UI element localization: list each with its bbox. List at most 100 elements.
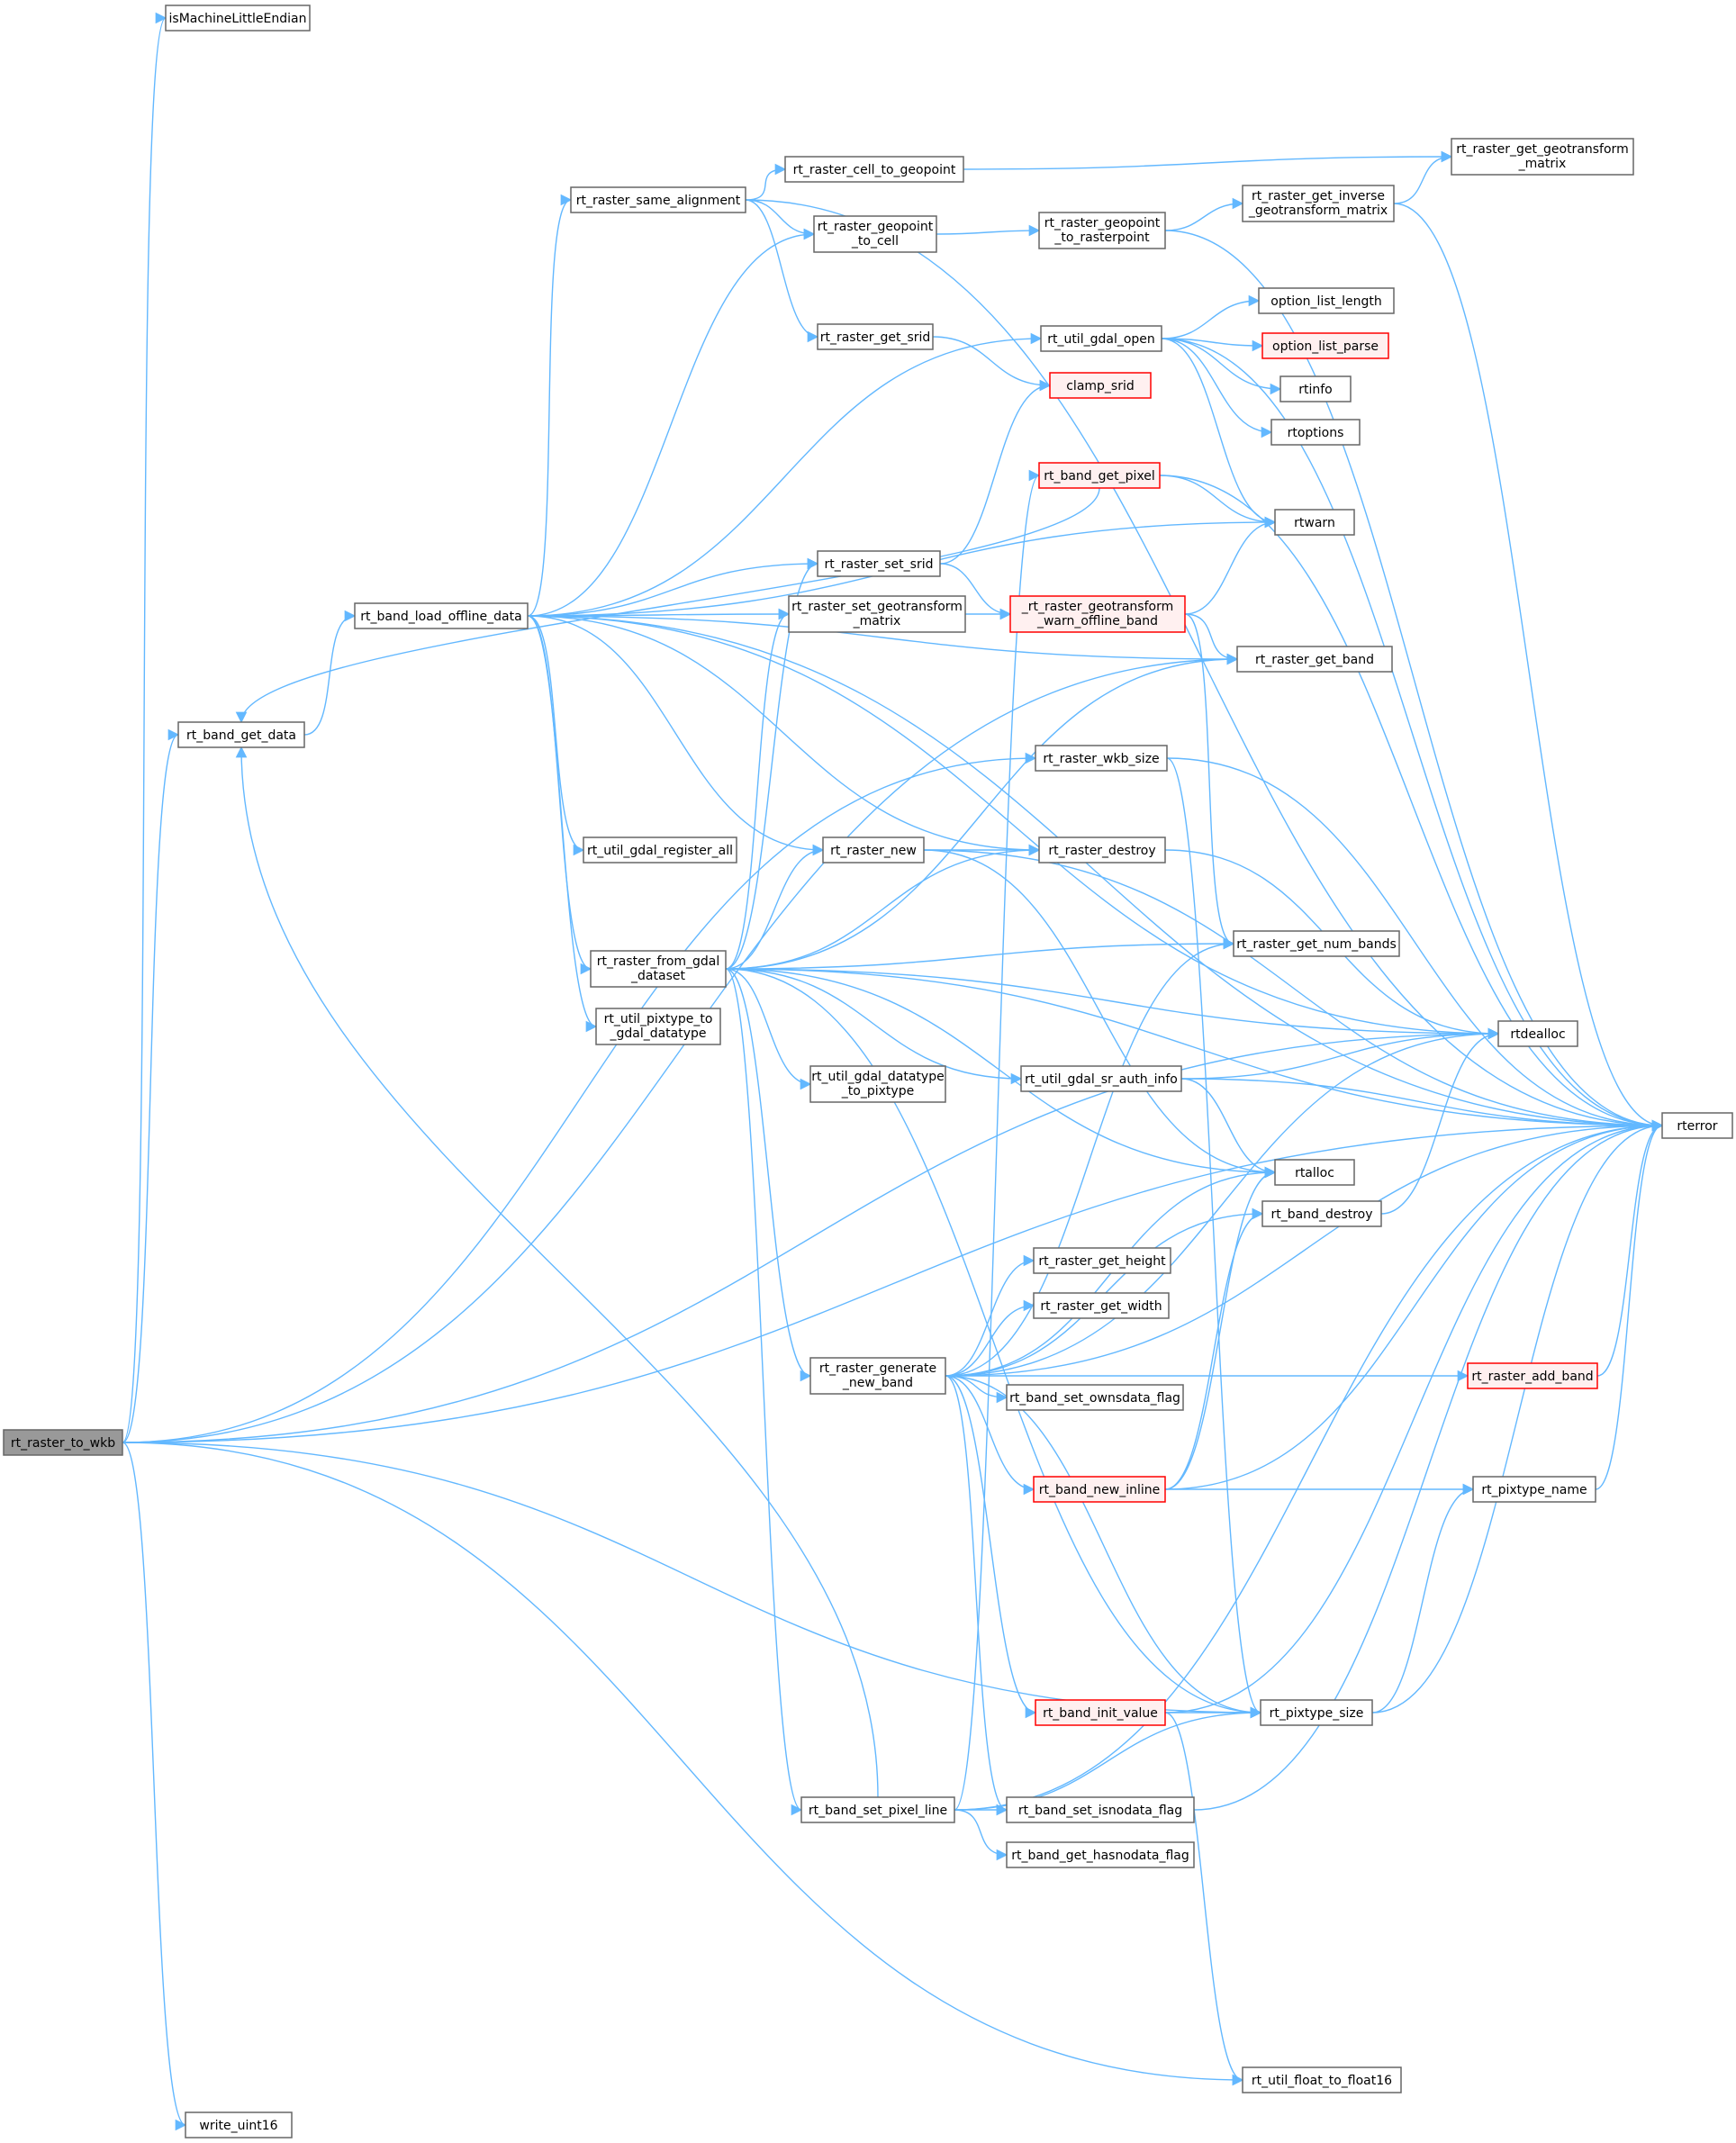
node-box[interactable] <box>1467 1362 1598 1389</box>
node-box[interactable] <box>1033 1292 1170 1319</box>
node-rt-util-float-to-float16[interactable]: rt_util_float_to_float16 <box>1242 2066 1402 2093</box>
node-rt-band-new-inline[interactable]: rt_band_new_inline <box>1033 1476 1166 1503</box>
node-box[interactable] <box>177 721 305 748</box>
node-box[interactable] <box>1261 1200 1382 1227</box>
node-rtdealloc[interactable]: rtdealloc <box>1497 1020 1578 1047</box>
node-box[interactable] <box>185 2111 293 2138</box>
node-rt-util-gdal-register-all[interactable]: rt_util_gdal_register_all <box>583 836 737 864</box>
node-box[interactable] <box>1035 745 1168 772</box>
node-box[interactable] <box>1258 287 1395 314</box>
node-box[interactable] <box>1049 372 1152 399</box>
node-box[interactable] <box>809 1065 946 1103</box>
node-rt-raster-geopoint-to-cell[interactable]: rt_raster_geopoint_to_cell <box>813 215 937 253</box>
node-box[interactable] <box>1040 325 1162 352</box>
node-rt-raster-get-width[interactable]: rt_raster_get_width <box>1033 1292 1170 1319</box>
node-rt-band-destroy[interactable]: rt_band_destroy <box>1261 1200 1382 1227</box>
node-rt-raster-to-wkb[interactable]: rt_raster_to_wkb <box>3 1429 123 1456</box>
node-box[interactable] <box>800 1796 955 1823</box>
node-box[interactable] <box>1006 1796 1195 1823</box>
node-rt-util-pixtype-to-gdal-datatype[interactable]: rt_util_pixtype_to_gdal_datatype <box>595 1008 721 1045</box>
node-rtoptions[interactable]: rtoptions <box>1270 419 1361 446</box>
node-box[interactable] <box>583 836 737 864</box>
node-rt-band-get-hasnodata-flag[interactable]: rt_band_get_hasnodata_flag <box>1006 1841 1195 1868</box>
node-rt-raster-from-gdal-dataset[interactable]: rt_raster_from_gdal_dataset <box>590 950 727 988</box>
node-box[interactable] <box>1038 462 1161 489</box>
node-box[interactable] <box>1261 332 1389 359</box>
node-rt-raster-new[interactable]: rt_raster_new <box>822 836 925 864</box>
node-rt-util-gdal-datatype-to-pixtype[interactable]: rt_util_gdal_datatype_to_pixtype <box>809 1065 946 1103</box>
node-rt-band-init-value[interactable]: rt_band_init_value <box>1035 1699 1166 1726</box>
node-rt-raster-destroy[interactable]: rt_raster_destroy <box>1038 836 1166 864</box>
node-rtwarn[interactable]: rtwarn <box>1274 509 1355 536</box>
node-box[interactable] <box>1038 836 1166 864</box>
node-box[interactable] <box>1009 595 1186 633</box>
node-rt-raster-get-inverse-geotransform-matrix[interactable]: rt_raster_get_inverse_geotransform_matri… <box>1242 185 1395 222</box>
node-box[interactable] <box>784 156 964 183</box>
node-rt-band-set-pixel-line[interactable]: rt_band_set_pixel_line <box>800 1796 955 1823</box>
node-box[interactable] <box>1006 1841 1195 1868</box>
node-box[interactable] <box>1006 1384 1184 1411</box>
node-box[interactable] <box>1038 212 1166 249</box>
node-box[interactable] <box>1242 2066 1402 2093</box>
node-rt-util-gdal-sr-auth-info[interactable]: rt_util_gdal_sr_auth_info <box>1020 1065 1182 1092</box>
node-rt-raster-get-num-bands[interactable]: rt_raster_get_num_bands <box>1233 930 1400 957</box>
node-box[interactable] <box>1233 930 1400 957</box>
node-box[interactable] <box>590 950 727 988</box>
node-box[interactable] <box>595 1008 721 1045</box>
node-rt-band-set-ownsdata-flag[interactable]: rt_band_set_ownsdata_flag <box>1006 1384 1184 1411</box>
node-rt-raster-wkb-size[interactable]: rt_raster_wkb_size <box>1035 745 1168 772</box>
node-box[interactable] <box>570 186 746 213</box>
node-write-uint16[interactable]: write_uint16 <box>185 2111 293 2138</box>
node-box[interactable] <box>165 5 311 32</box>
node-box[interactable] <box>1033 1476 1166 1503</box>
node-box[interactable] <box>1260 1699 1373 1726</box>
node-clamp-srid[interactable]: clamp_srid <box>1049 372 1152 399</box>
node-rt-raster-get-geotransform-matrix[interactable]: rt_raster_get_geotransform_matrix <box>1451 138 1634 176</box>
node-box[interactable] <box>809 1357 946 1395</box>
node-box[interactable] <box>3 1429 123 1456</box>
node-rt-raster-generate-new-band[interactable]: rt_raster_generate_new_band <box>809 1357 946 1395</box>
node-rt-raster-get-band[interactable]: rt_raster_get_band <box>1236 646 1393 673</box>
node-box[interactable] <box>1270 419 1361 446</box>
node-box[interactable] <box>1020 1065 1182 1092</box>
node-option-list-length[interactable]: option_list_length <box>1258 287 1395 314</box>
node-box[interactable] <box>817 550 941 577</box>
node-rt-raster-set-srid[interactable]: rt_raster_set_srid <box>817 550 941 577</box>
node-ismachinelittleendian[interactable]: isMachineLittleEndian <box>165 5 311 32</box>
node-box[interactable] <box>1236 646 1393 673</box>
node-box[interactable] <box>1497 1020 1578 1047</box>
node-rt-band-set-isnodata-flag[interactable]: rt_band_set_isnodata_flag <box>1006 1796 1195 1823</box>
node-rt-raster-set-geotransform-matrix[interactable]: rt_raster_set_geotransform_matrix <box>788 595 966 633</box>
node-box[interactable] <box>1451 138 1634 176</box>
node-rt-band-get-pixel[interactable]: rt_band_get_pixel <box>1038 462 1161 489</box>
node-box[interactable] <box>813 215 937 253</box>
node-rt-raster-geopoint-to-rasterpoint[interactable]: rt_raster_geopoint_to_rasterpoint <box>1038 212 1166 249</box>
node-rt-band-get-data[interactable]: rt_band_get_data <box>177 721 305 748</box>
node-box[interactable] <box>354 602 529 629</box>
node-rtalloc[interactable]: rtalloc <box>1274 1159 1355 1186</box>
node-box[interactable] <box>1472 1476 1596 1503</box>
node-rt-raster-add-band[interactable]: rt_raster_add_band <box>1467 1362 1598 1389</box>
node-rt-band-load-offline-data[interactable]: rt_band_load_offline_data <box>354 602 529 629</box>
node-box[interactable] <box>1274 509 1355 536</box>
node-rt-raster-get-height[interactable]: rt_raster_get_height <box>1033 1247 1171 1274</box>
node-box[interactable] <box>1035 1699 1166 1726</box>
node-option-list-parse[interactable]: option_list_parse <box>1261 332 1389 359</box>
node-rterror[interactable]: rterror <box>1661 1112 1733 1139</box>
node-rt-util-gdal-open[interactable]: rt_util_gdal_open <box>1040 325 1162 352</box>
node-box[interactable] <box>788 595 966 633</box>
node-box[interactable] <box>1661 1112 1733 1139</box>
node-box[interactable] <box>822 836 925 864</box>
node-box[interactable] <box>1274 1159 1355 1186</box>
node-box[interactable] <box>1279 375 1352 402</box>
node-box[interactable] <box>817 323 934 350</box>
node-rt-raster-geotransform-warn-offline-band[interactable]: _rt_raster_geotransform_warn_offline_ban… <box>1009 595 1186 633</box>
node-box[interactable] <box>1242 185 1395 222</box>
node-rt-raster-same-alignment[interactable]: rt_raster_same_alignment <box>570 186 746 213</box>
node-rt-raster-cell-to-geopoint[interactable]: rt_raster_cell_to_geopoint <box>784 156 964 183</box>
node-rt-raster-get-srid[interactable]: rt_raster_get_srid <box>817 323 934 350</box>
node-rtinfo[interactable]: rtinfo <box>1279 375 1352 402</box>
node-rt-pixtype-size[interactable]: rt_pixtype_size <box>1260 1699 1373 1726</box>
node-box[interactable] <box>1033 1247 1171 1274</box>
node-rt-pixtype-name[interactable]: rt_pixtype_name <box>1472 1476 1596 1503</box>
